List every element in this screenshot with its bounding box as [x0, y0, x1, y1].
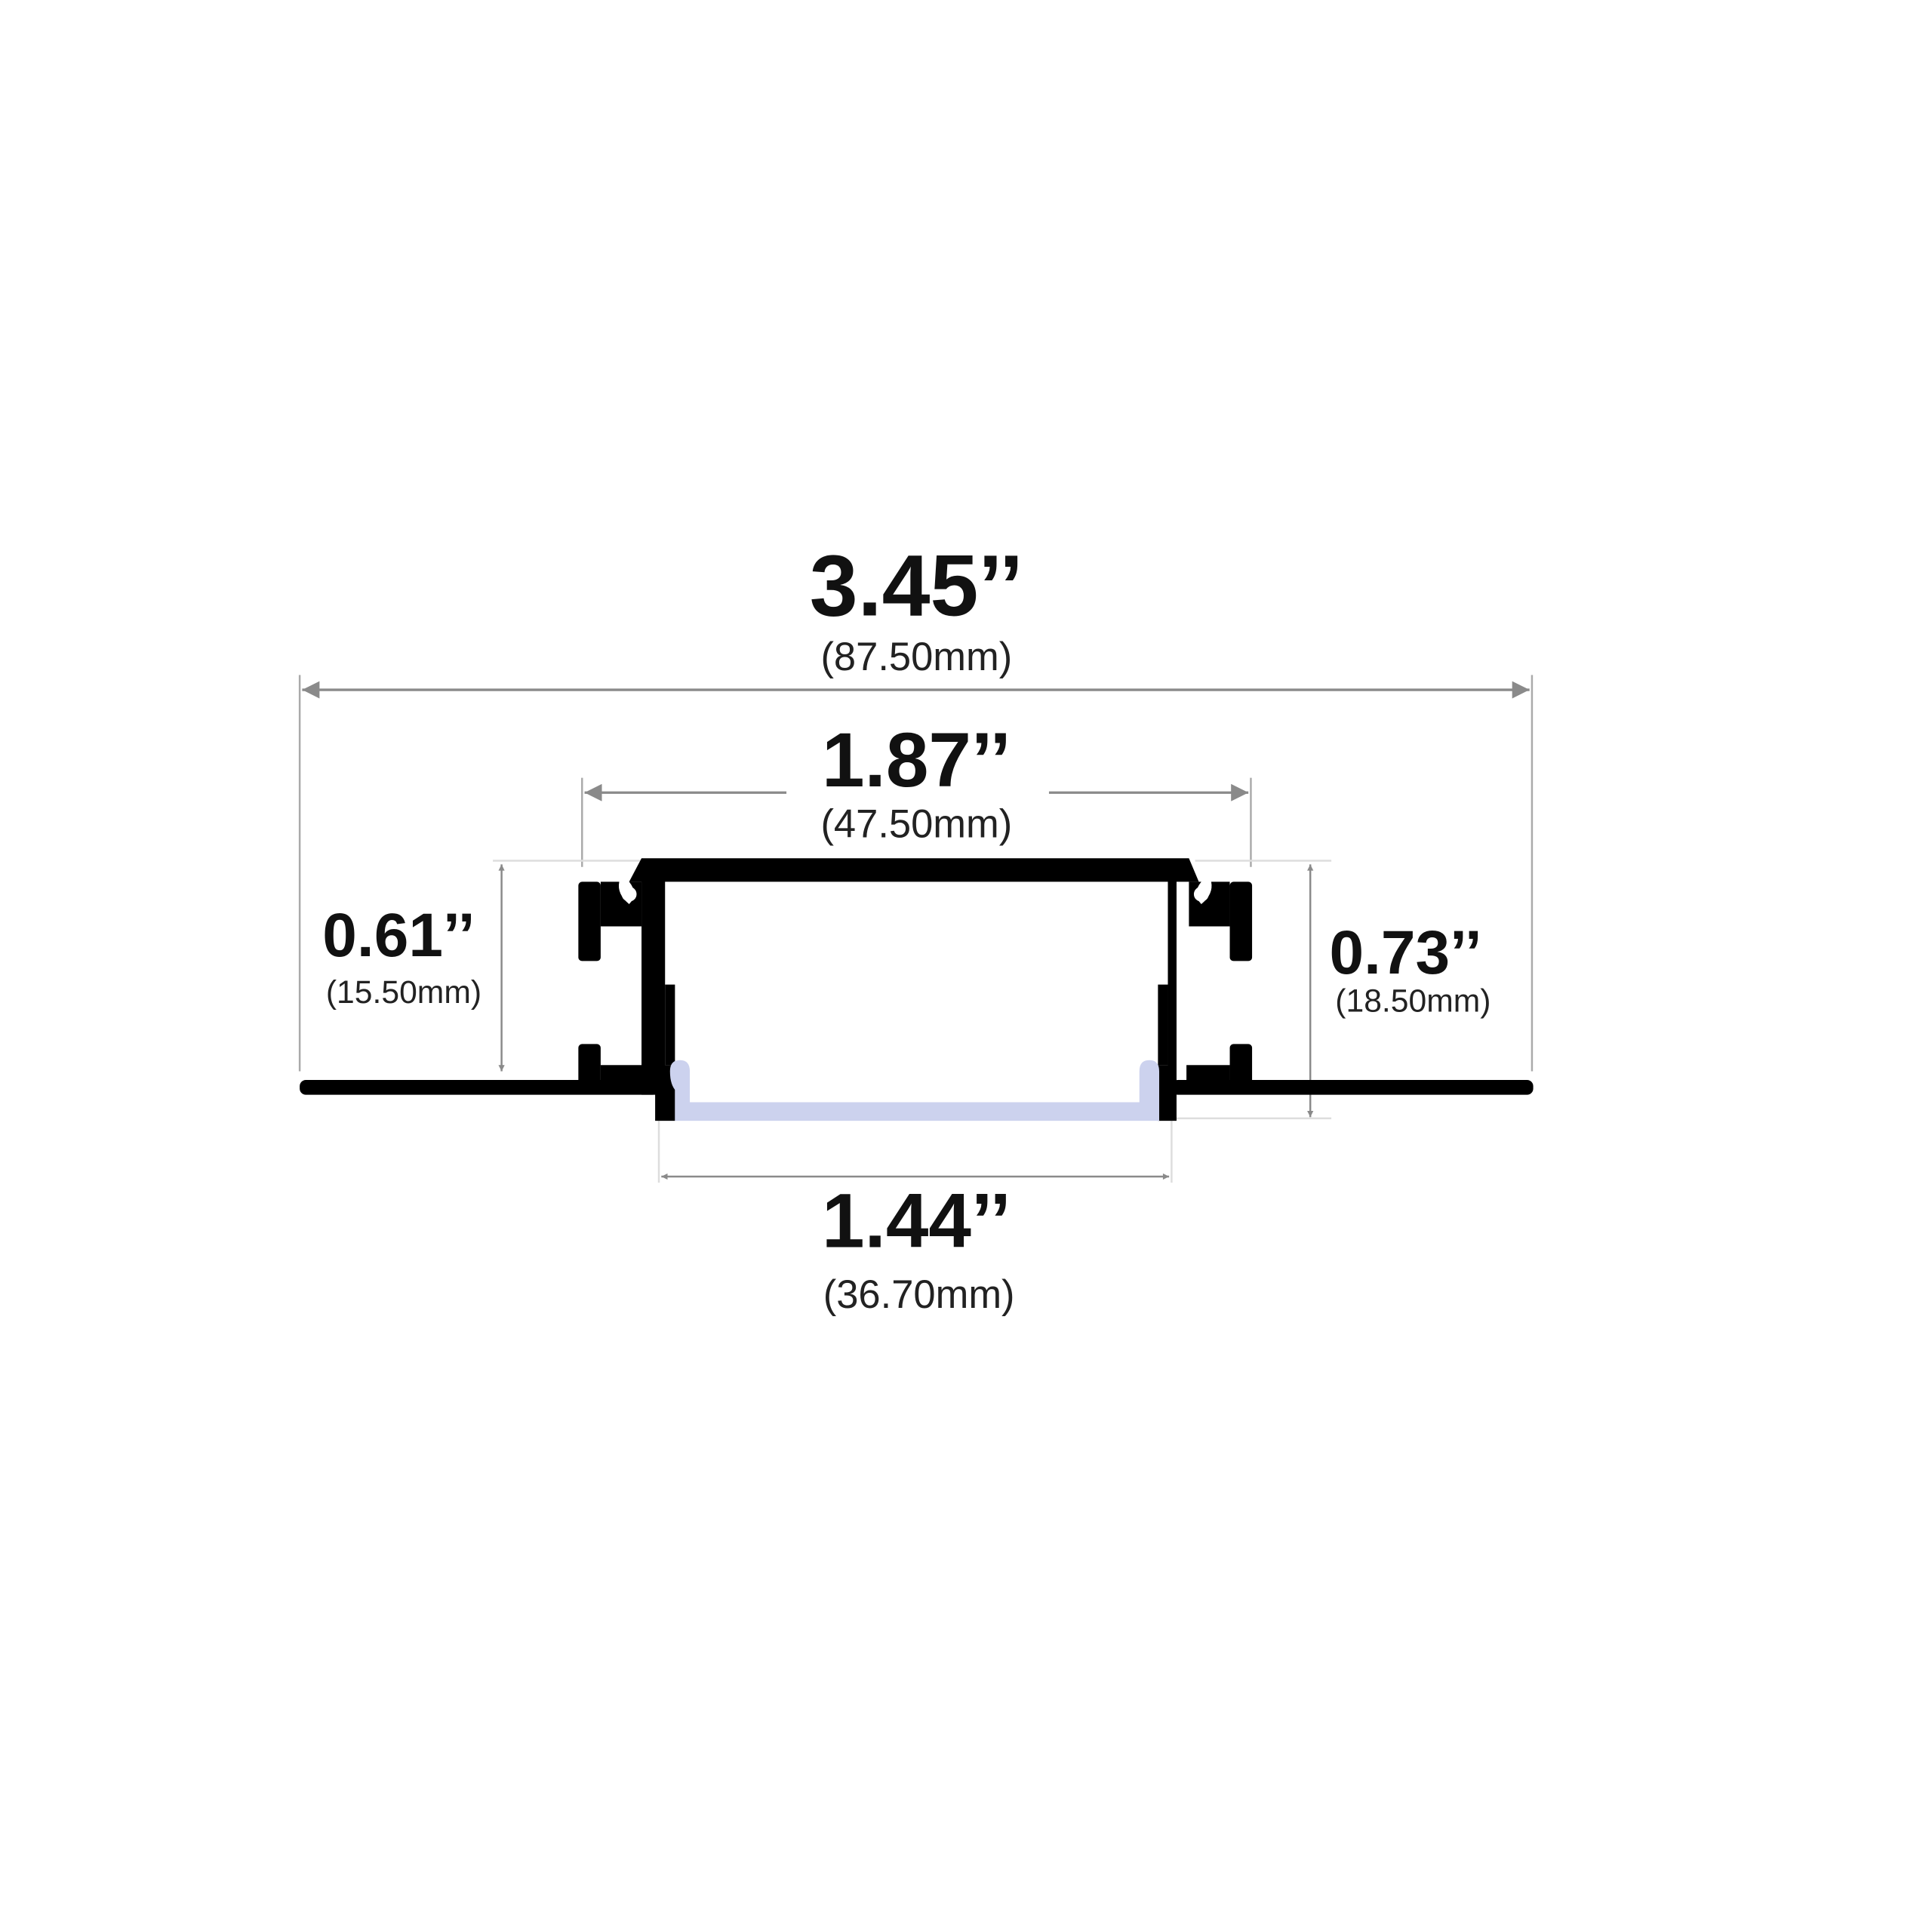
opening-width-mm: (36.70mm)	[823, 1272, 1015, 1317]
left-height-inch: 0.61’’	[322, 901, 475, 970]
top-width-inch: 1.87’’	[822, 717, 1011, 803]
overall-width-inch: 3.45’’	[810, 538, 1023, 635]
extension-lines	[298, 675, 1534, 1183]
aluminum-profile	[300, 858, 1534, 1121]
top-width-mm: (47.50mm)	[820, 801, 1012, 846]
opening-width-inch: 1.44’’	[822, 1178, 1011, 1264]
overall-width-mm: (87.50mm)	[820, 635, 1012, 679]
right-height-inch: 0.73’’	[1329, 918, 1481, 987]
notch-circles	[621, 886, 1209, 902]
diffuser-lens	[669, 1060, 1159, 1121]
left-height-mm: (15.50mm)	[326, 974, 481, 1011]
right-height-mm: (18.50mm)	[1335, 983, 1491, 1020]
